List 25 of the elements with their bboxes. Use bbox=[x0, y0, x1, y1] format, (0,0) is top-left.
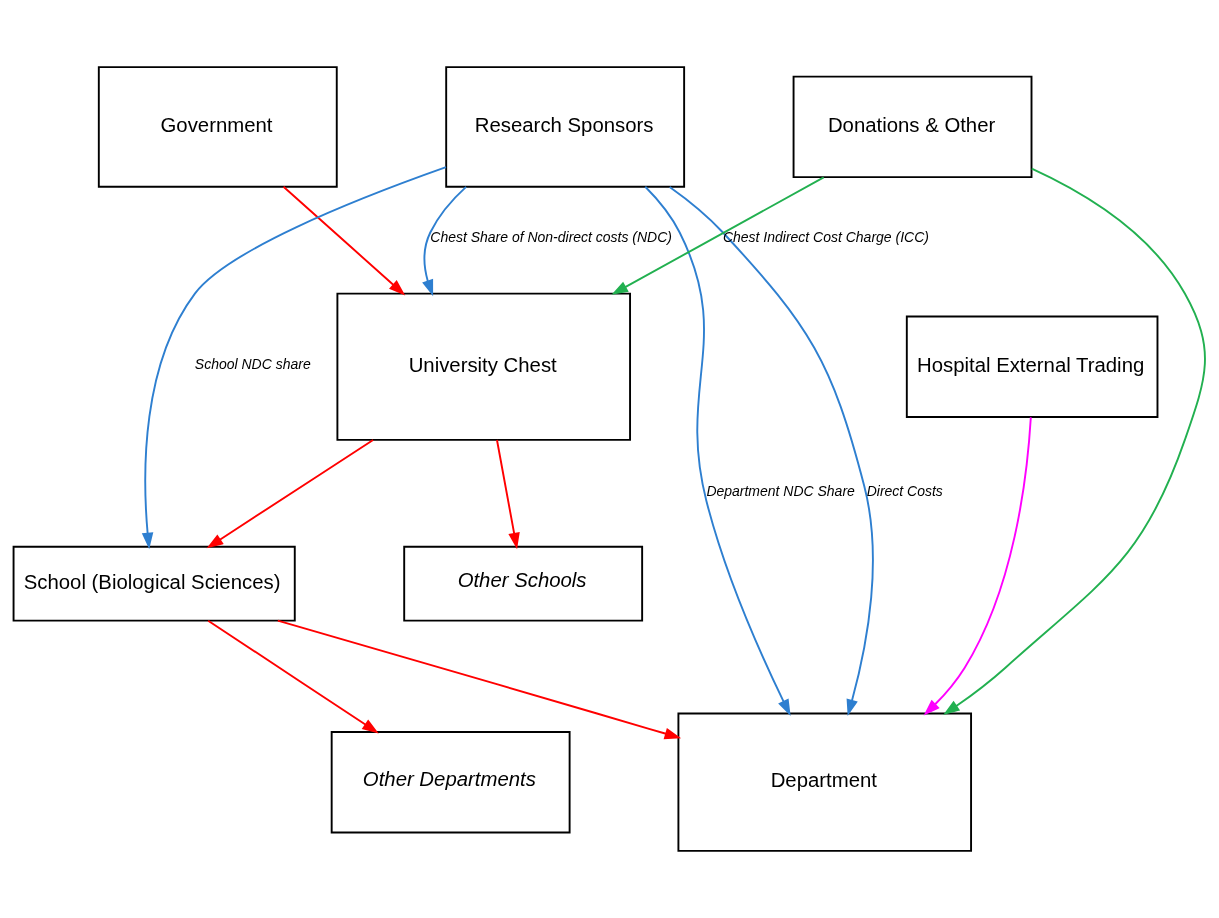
arrow bbox=[496, 439, 520, 550]
arrow bbox=[207, 619, 379, 734]
arrow bbox=[668, 186, 874, 716]
arrow bbox=[276, 619, 682, 740]
node-box: University Chest bbox=[336, 292, 631, 441]
edge-label: Chest Share of Non-direct costs (NDC) bbox=[430, 229, 672, 246]
node-box: Donations & Other bbox=[792, 75, 1033, 179]
arrow bbox=[611, 176, 825, 295]
arrow bbox=[923, 416, 1032, 716]
node-box: Research Sponsors bbox=[445, 66, 686, 188]
node-box: Other Departments bbox=[330, 731, 571, 834]
edge-label: Department NDC Share bbox=[706, 482, 855, 499]
node-box: Department bbox=[677, 712, 973, 852]
node-box: Government bbox=[97, 66, 338, 188]
node-box: Other Schools bbox=[403, 545, 644, 622]
node-box: School (Biological Sciences) bbox=[12, 545, 296, 622]
edge-label: School NDC share bbox=[194, 356, 311, 373]
node-box: Hospital External Trading bbox=[905, 315, 1159, 418]
edge-label: Direct Costs bbox=[866, 482, 943, 499]
arrow bbox=[422, 185, 468, 297]
arrow bbox=[943, 167, 1206, 715]
arrow bbox=[141, 166, 447, 550]
arrow bbox=[644, 185, 791, 716]
arrow bbox=[206, 439, 375, 549]
arrow bbox=[282, 185, 406, 296]
